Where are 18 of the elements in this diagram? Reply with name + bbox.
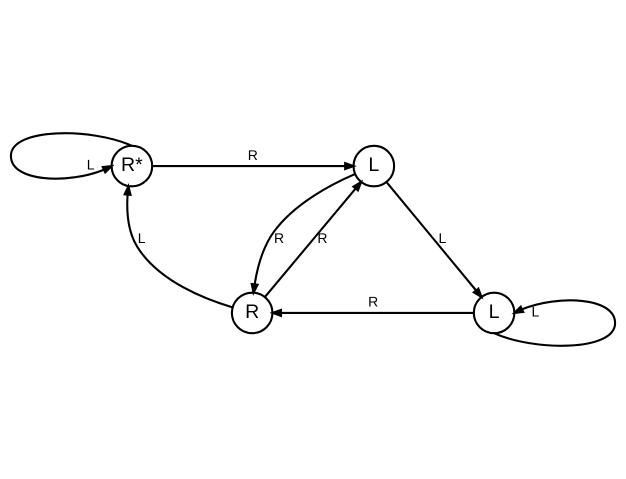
edge-label: L (531, 303, 540, 320)
arrow (123, 183, 233, 308)
arrow (386, 181, 484, 300)
node-circle: L (352, 144, 396, 188)
node-circle: R* (110, 144, 154, 188)
arrow (250, 173, 356, 296)
node-circle: L (472, 292, 516, 334)
edge-label: L (138, 230, 146, 246)
arrow (264, 180, 364, 298)
edge-label: L (438, 230, 446, 246)
edge-label: R (317, 230, 328, 246)
arrow (152, 162, 357, 170)
edge-label: R (274, 230, 284, 246)
edge-label: L (86, 156, 95, 173)
arrow (269, 308, 474, 318)
edge-label: R (248, 146, 258, 163)
node-circle: R (230, 292, 274, 334)
edge-label: R (368, 294, 378, 310)
